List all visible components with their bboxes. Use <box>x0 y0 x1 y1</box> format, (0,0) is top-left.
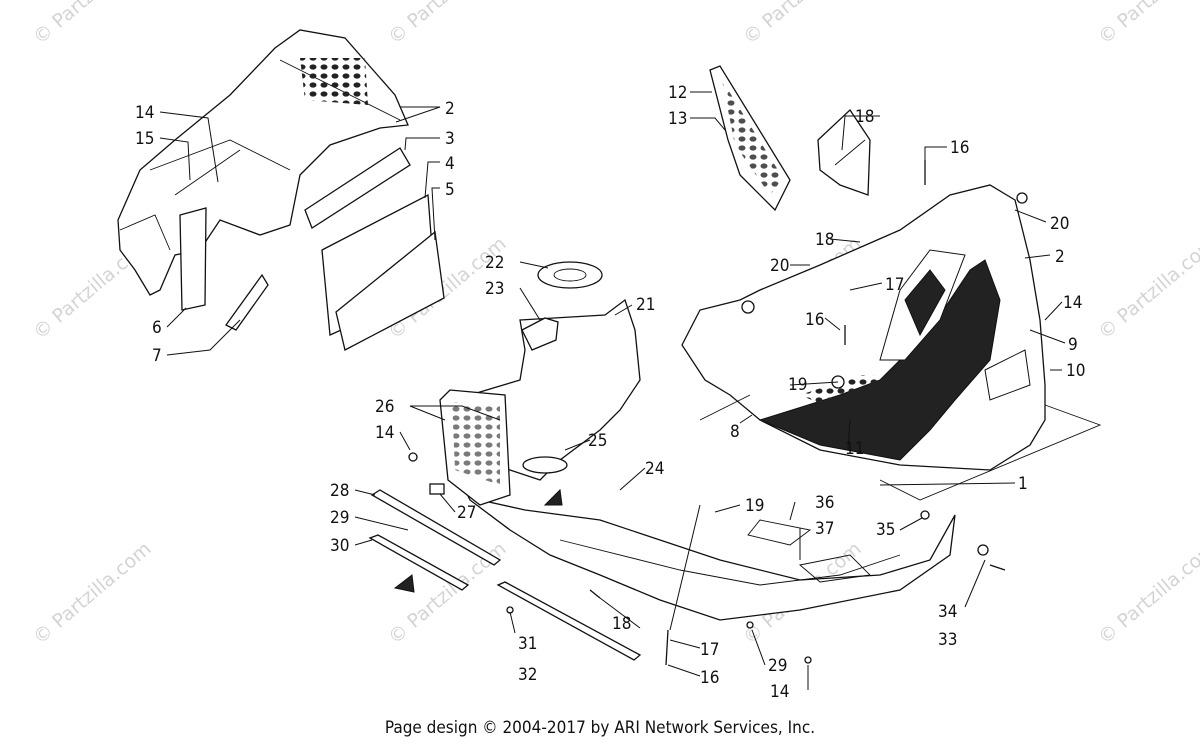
callout-12: 12 <box>668 83 687 103</box>
callout-24: 24 <box>645 459 664 479</box>
callout-10: 10 <box>1066 361 1085 381</box>
callout-34: 34 <box>938 602 957 622</box>
callout-21: 21 <box>636 295 655 315</box>
callout-15: 15 <box>135 129 154 149</box>
copyright-footer: Page design © 2004-2017 by ARI Network S… <box>384 718 816 738</box>
callout-2: 2 <box>445 99 455 119</box>
callout-19: 19 <box>788 375 807 395</box>
callout-20: 20 <box>770 256 789 276</box>
callout-20: 20 <box>1050 214 1069 234</box>
callout-16: 16 <box>950 138 969 158</box>
windshield-drawing <box>817 109 871 196</box>
callout-30: 30 <box>330 536 349 556</box>
callout-35: 35 <box>876 520 895 540</box>
callout-26: 26 <box>375 397 394 417</box>
callout-labels: 1 2 2 3 4 5 6 7 8 9 10 11 12 13 14 14 14… <box>135 83 1085 702</box>
callout-33: 33 <box>938 630 957 650</box>
callout-14: 14 <box>135 103 154 123</box>
callout-9: 9 <box>1068 335 1078 355</box>
watermark-text: © Partzilla.com <box>1094 0 1200 49</box>
callout-17: 17 <box>700 640 719 660</box>
watermark-text: © Partzilla.com <box>1094 538 1200 649</box>
watermark-text: © Partzilla.com <box>1094 233 1200 344</box>
watermark-text: © Partzilla.com <box>384 0 510 49</box>
callout-1: 1 <box>1018 474 1028 494</box>
callout-11: 11 <box>845 439 864 459</box>
callout-18: 18 <box>855 107 874 127</box>
callout-6: 6 <box>152 318 162 338</box>
callout-22: 22 <box>485 253 504 273</box>
callout-25: 25 <box>588 431 607 451</box>
callout-28: 28 <box>330 481 349 501</box>
fasteners <box>408 160 1028 666</box>
callout-14: 14 <box>375 423 394 443</box>
callout-18: 18 <box>612 614 631 634</box>
callout-19: 19 <box>745 496 764 516</box>
callout-29: 29 <box>768 656 787 676</box>
callout-36: 36 <box>815 493 834 513</box>
callout-17: 17 <box>885 275 904 295</box>
callout-37: 37 <box>815 519 834 539</box>
callout-29: 29 <box>330 508 349 528</box>
callout-14: 14 <box>1063 293 1082 313</box>
insulation-pads <box>304 147 445 351</box>
callout-5: 5 <box>445 180 455 200</box>
trim-strips <box>368 483 642 661</box>
callout-13: 13 <box>668 109 687 129</box>
nose-bumper-drawing <box>439 389 956 621</box>
watermark-text: © Partzilla.com <box>29 0 155 49</box>
callout-3: 3 <box>445 129 455 149</box>
callout-27: 27 <box>457 503 476 523</box>
leader-lines <box>159 91 1066 690</box>
callout-18: 18 <box>815 230 834 250</box>
callout-32: 32 <box>518 665 537 685</box>
watermark-text: © Partzilla.com <box>29 538 155 649</box>
callout-23: 23 <box>485 279 504 299</box>
watermark-text: © Partzilla.com <box>739 0 865 49</box>
callout-7: 7 <box>152 346 162 366</box>
grille-part-12 <box>709 65 791 212</box>
callout-14: 14 <box>770 682 789 702</box>
callout-31: 31 <box>518 634 537 654</box>
callout-4: 4 <box>445 154 455 174</box>
hood-assembly-drawing <box>681 184 1102 501</box>
callout-2: 2 <box>1055 247 1065 267</box>
strip-parts-6-7 <box>179 207 269 331</box>
callout-16: 16 <box>805 310 824 330</box>
callout-16: 16 <box>700 668 719 688</box>
callout-8: 8 <box>730 422 740 442</box>
